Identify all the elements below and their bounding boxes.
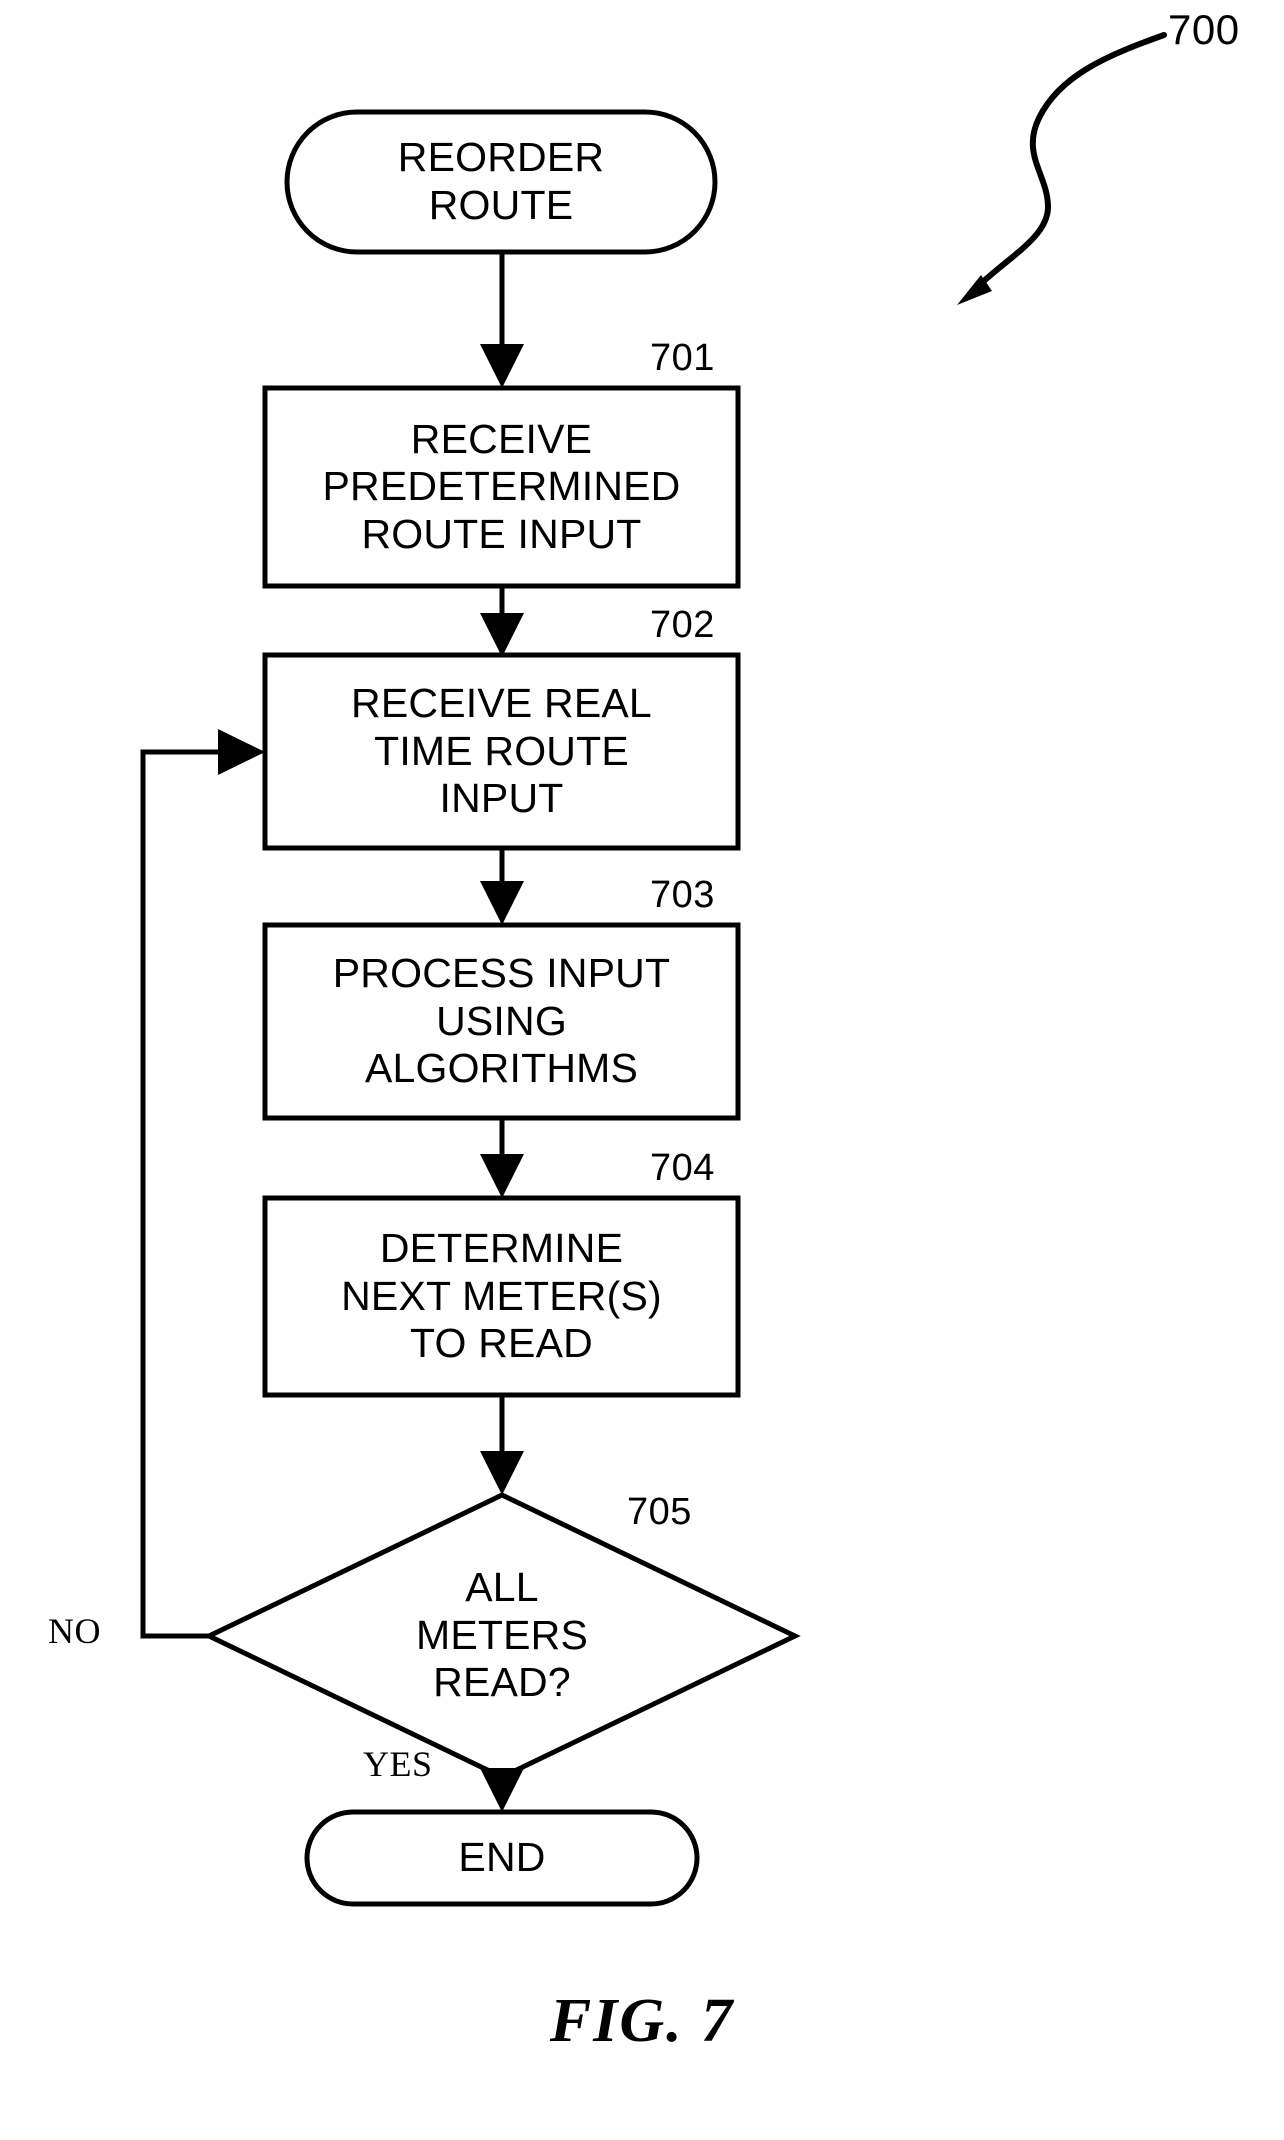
connector-705-no-feedback	[140, 749, 218, 1639]
decision-705-line-3: READ?	[433, 1659, 571, 1706]
process-701-line-1: RECEIVE	[410, 415, 593, 462]
ref-number-701: 701	[650, 337, 715, 379]
ref-number-702: 702	[650, 604, 715, 646]
decision-705-line-1: ALL	[465, 1564, 539, 1611]
arrowhead-feedback-to-702	[218, 729, 265, 775]
process-704-line-2: NEXT METER(S)	[341, 1272, 662, 1319]
start-line-1: REORDER	[397, 134, 605, 181]
process-703-line-3: ALGORITHMS	[364, 1045, 639, 1092]
decision-705-label: ALL METERS READ?	[322, 1528, 682, 1743]
process-701-line-3: ROUTE INPUT	[361, 510, 642, 557]
end-terminator-shape	[304, 1809, 700, 1907]
end-label-text: END	[458, 1834, 546, 1881]
process-703-label: PROCESS INPUT USING ALGORITHMS	[265, 925, 738, 1118]
ref-number-703: 703	[650, 874, 715, 916]
figure-caption: FIG. 7	[549, 1987, 735, 2055]
process-702-line-1: RECEIVE REAL	[351, 680, 652, 727]
ref-number-700: 700	[1168, 6, 1240, 53]
branch-label-yes: YES	[363, 1744, 433, 1784]
arrowhead-702-to-703	[480, 881, 524, 925]
arrowhead-705-to-end	[480, 1768, 524, 1812]
process-702-shape	[262, 652, 741, 851]
start-terminator-label: REORDER ROUTE	[287, 112, 715, 252]
process-704-line-3: TO READ	[410, 1320, 593, 1367]
process-701-shape	[262, 385, 741, 589]
process-703-line-2: USING	[436, 997, 567, 1044]
ref-number-704: 704	[650, 1147, 715, 1189]
process-702-line-2: TIME ROUTE	[374, 727, 629, 774]
process-704-shape	[262, 1195, 741, 1398]
process-704-line-1: DETERMINE	[379, 1225, 624, 1272]
branch-label-no: NO	[48, 1611, 101, 1651]
ref-number-705: 705	[627, 1491, 692, 1533]
arrowhead-ref-700	[957, 275, 992, 305]
start-line-2: ROUTE	[428, 182, 574, 228]
arrowhead-start-to-701	[480, 344, 524, 388]
arrowhead-703-to-704	[480, 1154, 524, 1198]
arrowhead-701-to-702	[480, 613, 524, 657]
decision-705-line-2: METERS	[415, 1611, 589, 1658]
process-701-line-2: PREDETERMINED	[322, 463, 681, 510]
end-terminator-label: END	[307, 1812, 697, 1904]
arrowhead-704-to-705	[480, 1451, 524, 1495]
ref-700-leader-line	[969, 32, 1167, 295]
process-702-line-3: INPUT	[439, 775, 564, 822]
process-702-label: RECEIVE REAL TIME ROUTE INPUT	[265, 655, 738, 848]
process-701-label: RECEIVE PREDETERMINED ROUTE INPUT	[265, 388, 738, 586]
process-703-line-1: PROCESS INPUT	[332, 950, 671, 997]
process-704-label: DETERMINE NEXT METER(S) TO READ	[265, 1198, 738, 1395]
